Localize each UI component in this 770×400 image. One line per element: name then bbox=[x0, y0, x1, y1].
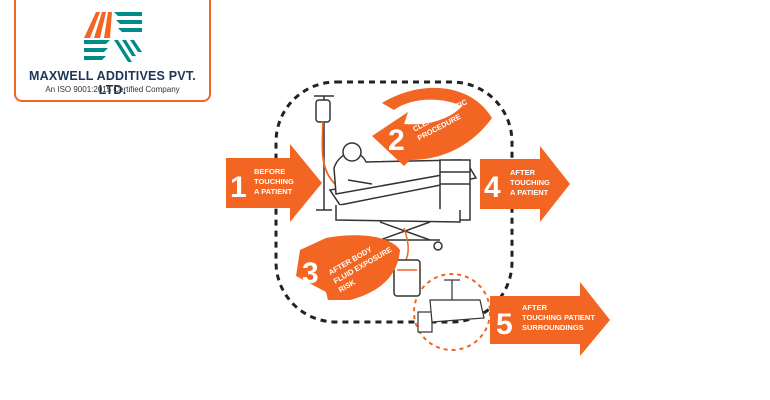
company-logo-card: MAXWELL ADDITIVES PVT. LTD. An ISO 9001:… bbox=[14, 0, 211, 102]
iv-drip-icon bbox=[314, 95, 337, 211]
moment-5-arrow: 5 AFTER TOUCHING PATIENT SURROUNDINGS bbox=[490, 282, 610, 356]
moment-1-label-line3: A PATIENT bbox=[254, 187, 293, 196]
moment-1-label-line2: TOUCHING bbox=[254, 177, 294, 186]
moment-4-number: 4 bbox=[484, 171, 501, 204]
moment-1-label-line1: BEFORE bbox=[254, 167, 285, 176]
moment-4-label-line3: A PATIENT bbox=[510, 188, 549, 197]
moment-2-number: 2 bbox=[388, 124, 405, 157]
moment-4-label-line1: AFTER bbox=[510, 168, 536, 177]
maxwell-logo-icon bbox=[84, 12, 142, 62]
moment-3-arrow: 3 AFTER BODY FLUID EXPOSURE RISK bbox=[296, 235, 400, 300]
moment-3-number: 3 bbox=[302, 257, 319, 290]
moment-5-label-line3: SURROUNDINGS bbox=[522, 323, 584, 332]
hospital-bed-icon bbox=[328, 142, 478, 251]
moment-5-label-line1: AFTER bbox=[522, 303, 548, 312]
moment-4-arrow: 4 AFTER TOUCHING A PATIENT bbox=[480, 146, 570, 222]
moment-1-arrow: 1 BEFORE TOUCHING A PATIENT bbox=[226, 144, 322, 222]
moment-2-arrow: 2 BEFORE CLEAN/ASEPTIC PROCEDURE bbox=[372, 87, 492, 166]
moment-4-label-line2: TOUCHING bbox=[510, 178, 550, 187]
company-certification: An ISO 9001:2015 Certified Company bbox=[45, 85, 180, 94]
company-name: MAXWELL ADDITIVES PVT. LTD. bbox=[29, 69, 196, 97]
moment-1-number: 1 bbox=[230, 171, 247, 204]
moment-5-label-line2: TOUCHING PATIENT bbox=[522, 313, 595, 322]
patient-surroundings-icon bbox=[417, 279, 485, 333]
fluid-bag-icon bbox=[393, 227, 421, 297]
moment-5-number: 5 bbox=[496, 308, 513, 341]
